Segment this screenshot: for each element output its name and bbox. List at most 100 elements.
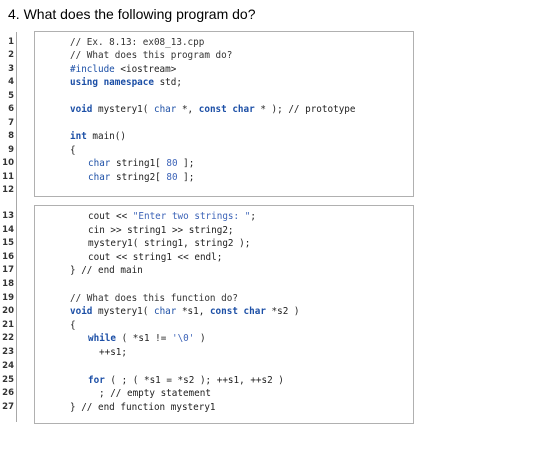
code-line: 27 } // end function mystery1 [0,401,430,414]
code-text: // Ex. 8.13: ex08_13.cpp [70,36,204,49]
code-token: char [153,306,177,317]
code-text: while ( *s1 != '\0' ) [88,332,206,345]
code-token: } // end main [70,265,143,276]
code-token: } // end function mystery1 [70,402,216,413]
code-token: <iostream> [114,64,177,75]
line-number: 1 [8,37,14,47]
code-line: 22 while ( *s1 != '\0' ) [0,332,430,345]
code-token: *s1, [176,306,210,317]
code-text: // What does this program do? [70,49,232,62]
code-token: char [88,158,111,169]
line-number: 27 [2,402,14,412]
code-line: 24 [0,360,430,373]
line-number: 8 [8,131,14,141]
code-line: 9{ [0,144,430,157]
code-text: } // end function mystery1 [70,401,216,414]
code-text: #include <iostream> [70,63,176,76]
code-line: 7 [0,117,430,130]
code-token: char [88,172,111,183]
code-token: ( *s1 != [116,333,172,344]
code-text: char string1[ 80 ]; [88,157,194,170]
line-number: 4 [8,77,14,87]
code-token: using namespace [70,77,154,88]
code-text: // What does this function do? [70,292,238,305]
code-line: 20 void mystery1( char *s1, const char *s… [0,305,430,318]
code-token: const char [209,306,266,317]
code-token: // What does this function do? [70,293,238,304]
code-line: 14 cin >> string1 >> string2; [0,224,430,237]
line-number: 20 [2,306,14,316]
code-text: void mystery1( char *s1, const char *s2 … [70,305,300,318]
code-text: int main() [70,130,126,143]
code-line: 4 using namespace std; [0,76,430,89]
code-line: 26; // empty statement [0,387,430,400]
code-token: std; [153,77,182,88]
code-token: * ); // prototype [254,104,356,115]
code-line: 17 } // end main [0,264,430,277]
code-line: 3 #include <iostream> [0,63,430,76]
code-line: 5 [0,90,430,103]
code-token: "Enter two strings: " [132,211,251,222]
line-number: 11 [2,172,14,182]
code-token: void [70,306,93,317]
code-panel-top [34,31,414,197]
line-number: 10 [2,158,14,168]
code-line: 16 cout << string1 << endl; [0,251,430,264]
code-token: '\0' [171,333,195,344]
code-token: string1[ [110,158,167,169]
code-token: string2[ [110,172,167,183]
code-line: 2 // What does this program do? [0,49,430,62]
line-number: 2 [8,50,14,60]
line-number: 14 [2,225,14,235]
code-token: for [88,375,105,386]
code-line: 18 [0,278,430,291]
line-number: 23 [2,347,14,357]
code-line: 21 { [0,319,430,332]
code-text: cout << "Enter two strings: "; [88,210,256,223]
code-token: ; // empty statement [99,388,211,399]
code-token: // What does this program do? [70,50,233,61]
line-number: 9 [8,145,14,155]
line-number: 21 [2,320,14,330]
code-panel-bottom [34,205,414,424]
code-text: { [70,319,76,332]
code-line: 23 ++s1; [0,346,430,359]
code-line: 12 [0,184,430,197]
code-token: ) [194,333,206,344]
code-line: 8 int main() [0,130,430,143]
line-number: 22 [2,333,14,343]
code-token: ( ; ( *s1 = *s2 ); ++s1, ++s2 ) [104,375,284,386]
line-number: 19 [2,293,14,303]
line-number: 13 [2,211,14,221]
code-token: *, [176,104,199,115]
line-number: 16 [2,252,14,262]
line-number: 25 [2,375,14,385]
code-token: char [153,104,177,115]
code-token: cout << [88,211,133,222]
line-number: 7 [8,118,14,128]
line-number: 17 [2,265,14,275]
code-token: ; [250,211,256,222]
line-number: 18 [2,279,14,289]
code-token: mystery1( [92,104,154,115]
line-number: 6 [8,104,14,114]
code-text: ++s1; [99,346,127,359]
code-line: 10 char string1[ 80 ]; [0,157,430,170]
code-line: 1 // Ex. 8.13: ex08_13.cpp [0,36,430,49]
line-number: 15 [2,238,14,248]
code-token: { [70,320,76,331]
code-line: 19 // What does this function do? [0,292,430,305]
line-number: 3 [8,64,14,74]
question-title: 4. What does the following program do? [8,6,256,22]
code-line: 15 mystery1( string1, string2 ); [0,237,430,250]
code-token: cin >> string1 >> string2; [88,225,234,236]
line-number: 24 [2,361,14,371]
code-text: void mystery1( char *, const char * ); /… [70,103,355,116]
code-token: while [88,333,116,344]
code-text: cout << string1 << endl; [88,251,222,264]
line-number-divider [16,32,17,422]
code-text: for ( ; ( *s1 = *s2 ); ++s1, ++s2 ) [88,374,284,387]
code-token: cout << string1 << endl; [88,252,223,263]
code-text: mystery1( string1, string2 ); [88,237,250,250]
